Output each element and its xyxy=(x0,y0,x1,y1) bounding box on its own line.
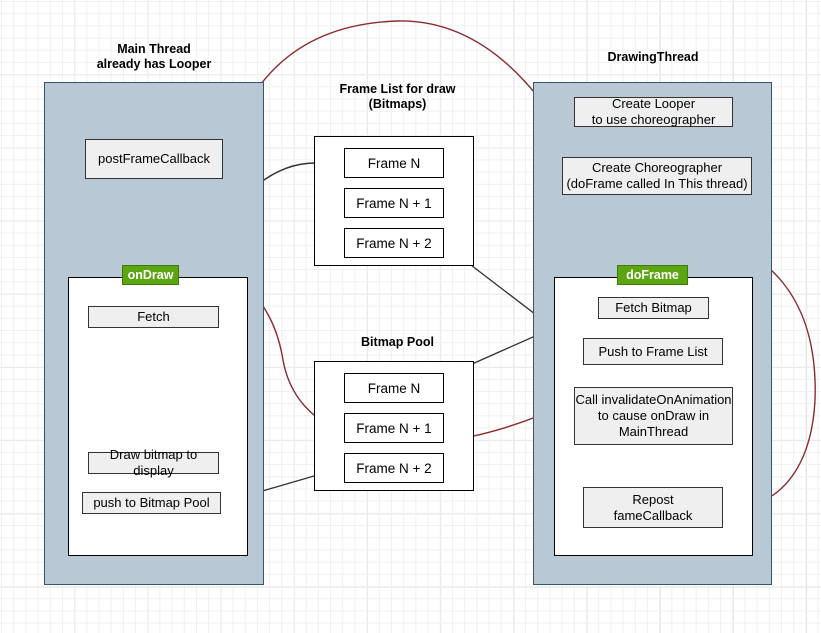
bitmap-pool-slot-0[interactable]: Frame N xyxy=(344,373,444,403)
fetch-bitmap-node[interactable]: Fetch Bitmap xyxy=(598,297,709,319)
drawing-thread-title: DrawingThread xyxy=(607,50,699,64)
post-frame-callback-node[interactable]: postFrameCallback xyxy=(85,139,223,179)
push-to-bitmap-pool-node[interactable]: push to Bitmap Pool xyxy=(82,492,221,514)
call-invalidate-on-animation-node[interactable]: Call invalidateOnAnimation to cause onDr… xyxy=(574,387,733,445)
do-frame-badge[interactable]: doFrame xyxy=(617,265,688,285)
draw-bitmap-to-display-node[interactable]: Draw bitmap to display xyxy=(88,447,219,478)
create-choreographer-node[interactable]: Create Choreographer (doFrame called In … xyxy=(562,157,752,195)
bitmap-pool-title: Bitmap Pool xyxy=(361,335,434,349)
main-thread-title: Main Thread already has Looper xyxy=(96,42,212,71)
bitmap-pool-slot-2[interactable]: Frame N + 2 xyxy=(344,453,444,483)
create-looper-node[interactable]: Create Looper to use choreographer xyxy=(574,96,733,127)
frame-list-slot-1[interactable]: Frame N + 1 xyxy=(344,188,444,218)
push-to-frame-list-node[interactable]: Push to Frame List xyxy=(583,338,723,365)
frame-list-slot-0[interactable]: Frame N xyxy=(344,148,444,178)
bitmap-pool-slot-1[interactable]: Frame N + 1 xyxy=(344,413,444,443)
repost-frame-callback-node[interactable]: Repost fameCallback xyxy=(583,487,723,528)
frame-list-title: Frame List for draw (Bitmaps) xyxy=(339,82,456,111)
on-draw-badge[interactable]: onDraw xyxy=(122,265,179,285)
fetch-node[interactable]: Fetch xyxy=(88,306,219,328)
frame-list-slot-2[interactable]: Frame N + 2 xyxy=(344,228,444,258)
